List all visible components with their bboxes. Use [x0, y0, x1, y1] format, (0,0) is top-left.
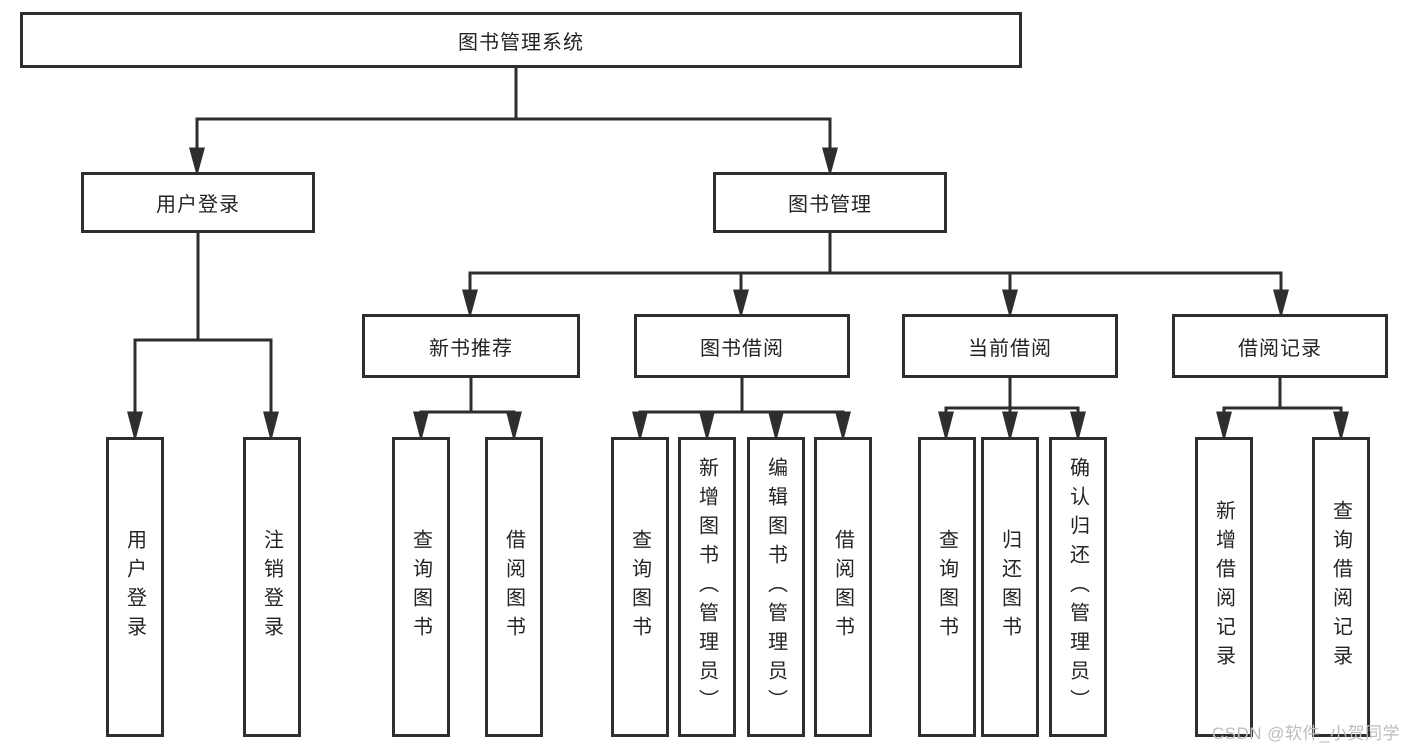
csdn-watermark: CSDN @软件_小贺同学 [1211, 724, 1400, 743]
arrow-head [822, 147, 838, 177]
arrow-head [189, 147, 205, 177]
node-book-borrowing: 图书借阅 [634, 314, 850, 378]
node-new-book-recommend: 新书推荐 [362, 314, 580, 378]
arrow-head [1333, 411, 1349, 442]
arrow-head [1273, 289, 1289, 319]
arrow-head [733, 289, 749, 319]
arrow-head [263, 411, 279, 442]
node-library-system-root: 图书管理系统 [20, 12, 1022, 68]
arrow-head [1002, 289, 1018, 319]
arrow-head [1070, 411, 1086, 442]
arrow-head [835, 411, 851, 442]
leaf-borrow-books: 借阅图书 [814, 437, 872, 737]
leaf-return-books: 归还图书 [981, 437, 1039, 737]
arrow-head [1216, 411, 1232, 442]
arrow-head [413, 411, 429, 442]
arrow-head [768, 411, 784, 442]
arrow-head [127, 411, 143, 442]
node-book-management-branch: 图书管理 [713, 172, 947, 233]
leaf-logout: 注销登录 [243, 437, 301, 737]
leaf-query-borrow-record: 查询借阅记录 [1312, 437, 1370, 737]
arrow-head [462, 289, 478, 319]
node-user-login-branch: 用户登录 [81, 172, 315, 233]
leaf-borrow-books-recommend: 借阅图书 [485, 437, 543, 737]
leaf-add-books-admin: 新增图书（管理员） [678, 437, 736, 737]
arrow-head [1002, 411, 1018, 442]
node-borrowing-records: 借阅记录 [1172, 314, 1388, 378]
leaf-query-books-borrowing: 查询图书 [611, 437, 669, 737]
leaf-query-books-recommend: 查询图书 [392, 437, 450, 737]
arrow-head [506, 411, 522, 442]
arrow-head [632, 411, 648, 442]
node-current-borrowing: 当前借阅 [902, 314, 1118, 378]
leaf-edit-books-admin: 编辑图书（管理员） [747, 437, 805, 737]
arrow-head [938, 411, 954, 442]
leaf-query-books-current: 查询图书 [918, 437, 976, 737]
leaf-add-borrow-record: 新增借阅记录 [1195, 437, 1253, 737]
leaf-confirm-return-admin: 确认归还（管理员） [1049, 437, 1107, 737]
leaf-user-login: 用户登录 [106, 437, 164, 737]
arrow-head [699, 411, 715, 442]
